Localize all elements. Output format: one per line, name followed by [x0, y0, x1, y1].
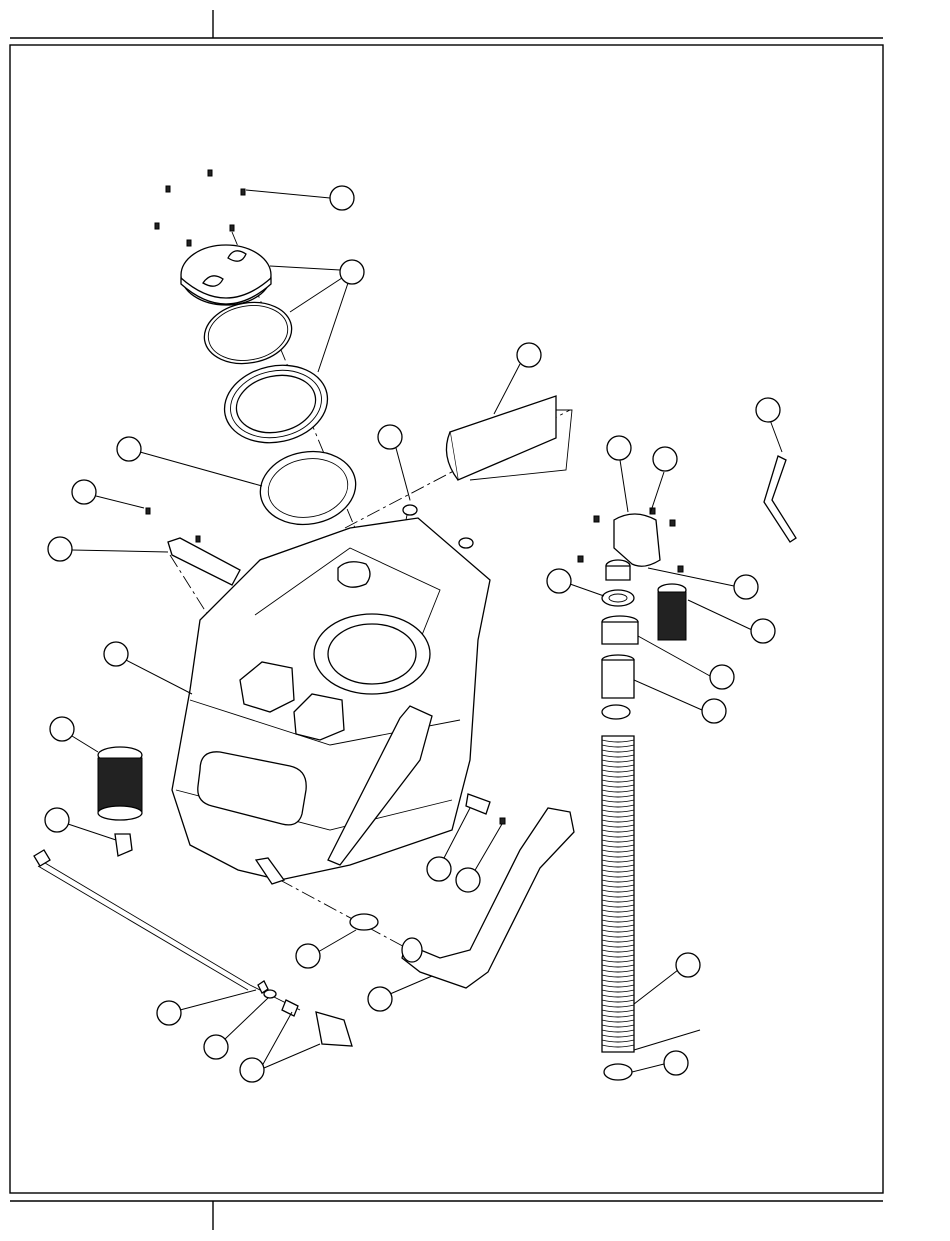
- callout-float-cable-nut: [157, 990, 256, 1025]
- hose-clamp-bottom: [604, 1064, 632, 1080]
- tube: [602, 655, 634, 698]
- float-switch-mount: [466, 794, 505, 824]
- inlet-filter: [658, 584, 686, 640]
- drain-fitting: [115, 834, 132, 856]
- callout-screw-bracket: [72, 480, 144, 508]
- o-ring: [199, 296, 296, 370]
- mounting-ring: [217, 356, 335, 452]
- screw-icon: [196, 536, 200, 542]
- callout-elbow-left: [607, 436, 631, 512]
- screw-icon: [208, 170, 212, 176]
- screw-icon: [241, 189, 245, 195]
- hose-clamp-top: [602, 705, 630, 719]
- gasket-large: [254, 444, 361, 532]
- handle-rod: [764, 456, 796, 542]
- callout-plug: [378, 425, 410, 500]
- sleeve: [602, 616, 638, 644]
- callout-float-cable-washer: [204, 998, 268, 1059]
- hose-clamp-icon: [602, 705, 630, 719]
- hose-clamp: [350, 914, 378, 930]
- callout-hose-clamp: [296, 930, 356, 968]
- screw-icon: [166, 186, 170, 192]
- callout-gasket-large: [117, 437, 262, 486]
- deflector-sheet: [446, 396, 572, 480]
- callout-bracket: [48, 537, 168, 561]
- callout-handle-rod: [756, 398, 782, 452]
- callout-screws-top: [246, 186, 354, 210]
- screw-icon: [146, 508, 150, 514]
- callout-washer: [547, 569, 604, 596]
- callout-tube: [634, 680, 726, 723]
- cover-lid: [181, 245, 271, 305]
- vacuum-hose: [602, 736, 634, 1052]
- filter-cartridge: [98, 747, 142, 820]
- callout-sleeve: [638, 636, 734, 689]
- bracket: [146, 508, 240, 585]
- screw-icon: [678, 566, 683, 572]
- screw-icon: [578, 556, 583, 562]
- callout-elbow-right: [650, 447, 677, 514]
- callout-inlet-filter: [688, 600, 775, 643]
- callout-hose-clamp-bottom: [632, 1030, 700, 1075]
- screw-icon: [670, 520, 675, 526]
- elbow-assembly: [578, 508, 683, 580]
- screw-set-top: [155, 170, 245, 246]
- callout-filter-cartridge: [50, 717, 98, 752]
- filter-icon: [98, 758, 142, 812]
- screw-icon: [155, 223, 159, 229]
- washer: [602, 590, 634, 606]
- callout-float-switch-screw: [456, 824, 502, 892]
- screw-icon: [500, 818, 505, 824]
- callout-recovery-tank: [104, 642, 192, 694]
- callout-vacuum-hose: [634, 953, 700, 1004]
- hose-clamp-icon: [604, 1064, 632, 1080]
- callout-drain-hose: [368, 976, 432, 1011]
- screw-icon: [594, 516, 599, 522]
- hose-clamp-icon: [350, 914, 378, 930]
- callout-float-body: [240, 1012, 320, 1082]
- screw-icon: [230, 225, 234, 231]
- screw-icon: [187, 240, 191, 246]
